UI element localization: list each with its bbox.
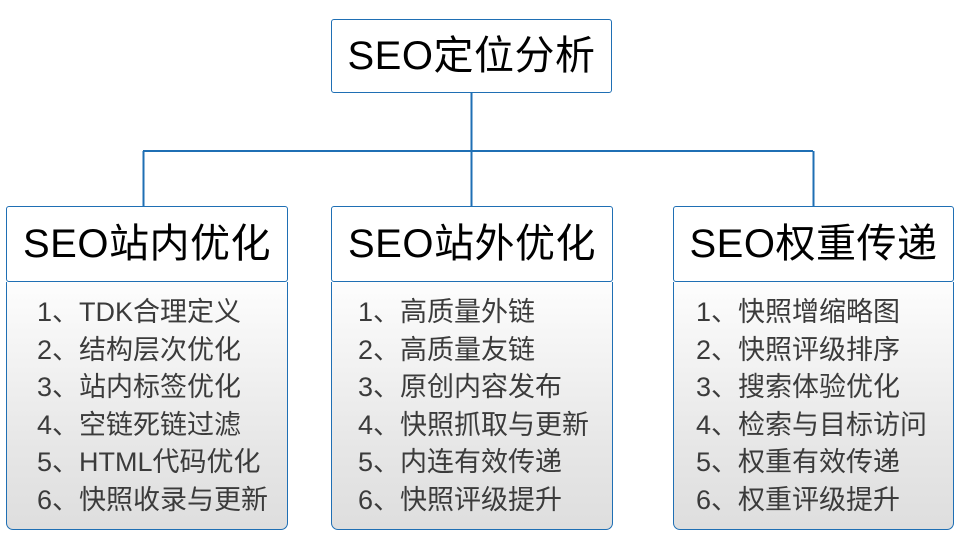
branch-title-1: SEO站外优化 <box>348 222 596 266</box>
list-item: 4、快照抓取与更新 <box>358 409 590 440</box>
branch-title-2: SEO权重传递 <box>689 222 938 266</box>
list-item: 2、高质量友链 <box>358 334 536 365</box>
branch-item-list-1: 1、高质量外链 2、高质量友链 3、原创内容发布 4、快照抓取与更新 5、内连有… <box>332 294 612 519</box>
branch-column-seo-onsite: SEO站内优化 1、TDK合理定义 2、结构层次优化 3、站内标签优化 4、空链… <box>6 206 288 530</box>
branch-title-0: SEO站内优化 <box>23 222 271 266</box>
list-item: 6、快照收录与更新 <box>37 484 269 515</box>
list-item: 3、搜索体验优化 <box>696 372 901 402</box>
branch-header-1[interactable]: SEO站外优化 <box>331 206 613 282</box>
branch-header-0[interactable]: SEO站内优化 <box>6 206 288 282</box>
list-item: 6、权重评级提升 <box>696 484 901 515</box>
branch-header-2[interactable]: SEO权重传递 <box>673 206 954 282</box>
root-node[interactable]: SEO定位分析 <box>331 19 612 93</box>
branch-item-list-2: 1、快照增缩略图 2、快照评级排序 3、搜索体验优化 4、检索与目标访问 5、权… <box>674 294 953 519</box>
list-item: 4、检索与目标访问 <box>696 409 928 440</box>
list-item: 1、TDK合理定义 <box>37 297 242 327</box>
list-item: 3、原创内容发布 <box>358 372 563 402</box>
list-item: 2、快照评级排序 <box>696 334 901 365</box>
list-item: 4、空链死链过滤 <box>37 409 242 440</box>
list-item: 5、HTML代码优化 <box>37 447 261 477</box>
list-item: 5、权重有效传递 <box>696 447 901 477</box>
branch-item-list-0: 1、TDK合理定义 2、结构层次优化 3、站内标签优化 4、空链死链过滤 5、H… <box>7 294 287 519</box>
list-item: 1、快照增缩略图 <box>696 297 901 327</box>
list-item: 1、高质量外链 <box>358 297 536 327</box>
list-item: 2、结构层次优化 <box>37 334 242 365</box>
list-item: 5、内连有效传递 <box>358 447 563 477</box>
branch-body-0: 1、TDK合理定义 2、结构层次优化 3、站内标签优化 4、空链死链过滤 5、H… <box>6 282 288 530</box>
branch-column-seo-offsite: SEO站外优化 1、高质量外链 2、高质量友链 3、原创内容发布 4、快照抓取与… <box>331 206 613 530</box>
list-item: 3、站内标签优化 <box>37 372 242 402</box>
branch-body-1: 1、高质量外链 2、高质量友链 3、原创内容发布 4、快照抓取与更新 5、内连有… <box>331 282 613 530</box>
root-node-title: SEO定位分析 <box>347 34 596 78</box>
list-item: 6、快照评级提升 <box>358 484 563 515</box>
branch-body-2: 1、快照增缩略图 2、快照评级排序 3、搜索体验优化 4、检索与目标访问 5、权… <box>673 282 954 530</box>
branch-column-seo-weight: SEO权重传递 1、快照增缩略图 2、快照评级排序 3、搜索体验优化 4、检索与… <box>673 206 954 530</box>
